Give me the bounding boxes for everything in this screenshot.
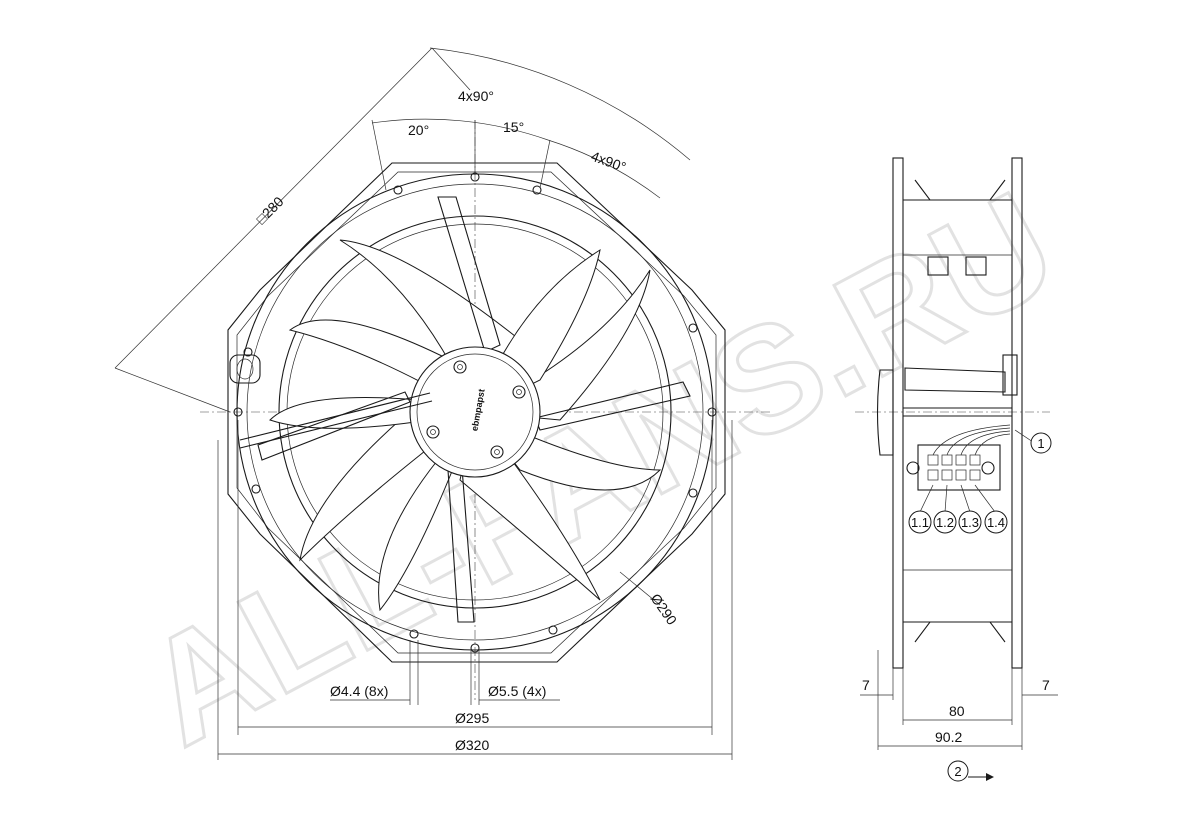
- pin-callout-1-1: 1.1: [908, 510, 932, 534]
- cable-gland-side: [1002, 354, 1018, 396]
- clamp-right: [965, 256, 987, 276]
- motor-strut: [904, 367, 1006, 393]
- front-view: ebmpapst: [114, 47, 770, 760]
- diameter-290-leader: [619, 571, 661, 606]
- clamp-left: [927, 256, 949, 276]
- hole-small-label: Ø4.4 (8x): [330, 683, 388, 699]
- ground-screw: [906, 461, 920, 475]
- motor-hub-inner: [416, 353, 534, 471]
- diameter-295-label: Ø295: [455, 710, 489, 726]
- airflow-arrow-icon: [986, 773, 994, 781]
- mounting-holes: [233, 172, 717, 653]
- item-callout-1: 1: [1030, 432, 1052, 454]
- depth-90-2-label: 90.2: [935, 729, 962, 745]
- terminal-screw: [981, 461, 995, 475]
- side-dimensions: [860, 650, 1058, 750]
- svg-text:1.4: 1.4: [987, 515, 1005, 530]
- diameter-320-label: Ø320: [455, 737, 489, 753]
- angle-pitch-top-label: 4x90°: [458, 88, 494, 104]
- angle-15-label: 15°: [503, 119, 524, 135]
- housing-flange: [236, 171, 717, 654]
- hub-bolts: [426, 360, 526, 459]
- horizontal-dimensions: [218, 699, 732, 755]
- terminal-block: [917, 444, 1001, 491]
- extension-lines: [217, 420, 733, 760]
- angle-20-label: 20°: [408, 122, 429, 138]
- hole-large-label: Ø5.5 (4x): [488, 683, 546, 699]
- motor-hub: [409, 346, 541, 478]
- square-280-label: □280: [253, 193, 287, 227]
- nozzle-ring: [246, 183, 704, 641]
- rear-flange: [1011, 157, 1023, 669]
- side-7-left-label: 7: [862, 677, 870, 693]
- angle-pitch-side-label: 4x90°: [589, 148, 628, 175]
- svg-text:1.2: 1.2: [936, 515, 954, 530]
- svg-text:1.3: 1.3: [961, 515, 979, 530]
- terminal-pins: [927, 454, 981, 481]
- svg-text:2: 2: [954, 764, 961, 779]
- side-view: [855, 157, 1050, 669]
- angle-dimension-arcs: [371, 47, 691, 199]
- hub-profile: [876, 369, 894, 456]
- diameter-290-label: Ø290: [648, 591, 681, 628]
- depth-80-label: 80: [949, 703, 965, 719]
- airflow-callout-2: 2: [947, 760, 994, 782]
- housing-outline: [227, 162, 726, 663]
- pin-callout-1-4: 1.4: [984, 510, 1008, 534]
- svg-text:1.1: 1.1: [911, 515, 929, 530]
- pin-callout-1-3: 1.3: [958, 510, 982, 534]
- cable-gland: [229, 354, 433, 449]
- side-7-right-label: 7: [1042, 677, 1050, 693]
- square-dimension: [114, 47, 471, 413]
- impeller-ring: [278, 215, 672, 609]
- pin-callout-1-2: 1.2: [933, 510, 957, 534]
- svg-text:1: 1: [1037, 436, 1044, 451]
